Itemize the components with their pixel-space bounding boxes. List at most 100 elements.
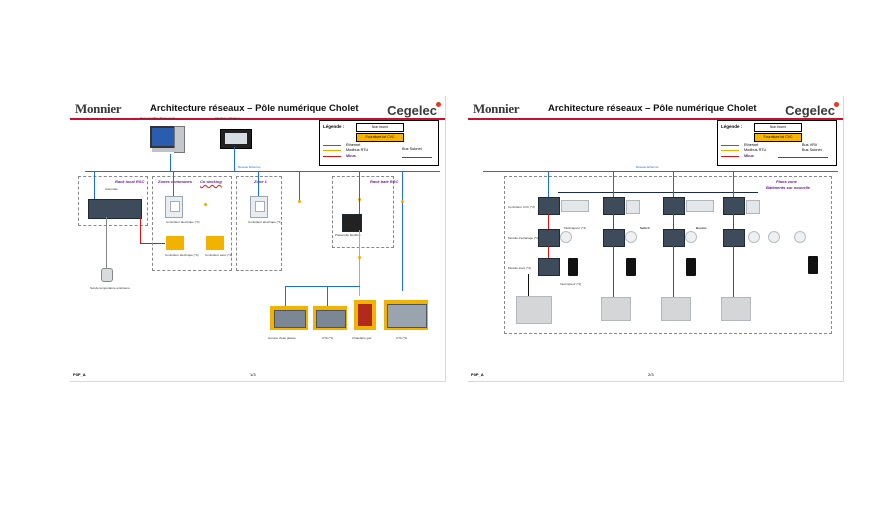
legend-box: Légende : Non fourni Fourniture lot CVC … bbox=[717, 120, 837, 166]
legend-ethernet-line bbox=[721, 145, 739, 147]
ahu-2-label: CTA (*1) bbox=[396, 336, 408, 340]
col-3-subnet bbox=[673, 213, 675, 229]
gateway-zone bbox=[332, 176, 394, 248]
modbus-drop bbox=[359, 230, 361, 296]
col-4-link bbox=[733, 171, 735, 197]
common-zone-label: Zones communes bbox=[158, 179, 193, 184]
chiller-label: Groupe d'eau glacée bbox=[268, 336, 296, 340]
slide-title: Architecture réseaux – Pôle numérique Ch… bbox=[150, 103, 359, 114]
monnier-logo: Monnier bbox=[75, 101, 122, 116]
slide-2: Monnier Architecture réseaux – Pôle numé… bbox=[468, 96, 844, 382]
floor-zone bbox=[504, 176, 832, 334]
footer-ref: P3P_A bbox=[73, 372, 86, 377]
header-rule bbox=[70, 118, 445, 120]
hmi-screen-icon bbox=[220, 129, 252, 149]
controller-b-label: Contrôleur électrique (*1) bbox=[248, 220, 282, 224]
rack-rsc-label: Rack baie RSC bbox=[370, 179, 399, 184]
ahu-1-label: CTA (*1) bbox=[322, 336, 334, 340]
cassette-4 bbox=[746, 200, 760, 214]
ahu-2-body bbox=[387, 304, 427, 328]
controller-a-label: Contrôleur électrique (*4) bbox=[166, 220, 200, 224]
monnier-logo: Monnier bbox=[473, 101, 520, 116]
multisensor-5 bbox=[768, 231, 780, 243]
blind-module-1 bbox=[538, 258, 560, 276]
pc-link bbox=[170, 154, 172, 171]
multisensor-1 bbox=[560, 231, 572, 243]
cassette-1 bbox=[561, 200, 589, 212]
window-3 bbox=[661, 297, 691, 321]
legend-bus-vrv: Bus VRV bbox=[802, 143, 818, 147]
col-1-link bbox=[548, 171, 550, 197]
ethernet-label: Réseau Ethernet bbox=[636, 165, 659, 169]
cegelec-logo: Cegelec bbox=[387, 102, 441, 118]
controller-c-label: Contrôleur électrique (*4) bbox=[165, 253, 199, 257]
modbus-node-icon bbox=[204, 203, 207, 206]
zone-1-link bbox=[258, 171, 260, 196]
temperature-sensor-icon bbox=[101, 268, 113, 282]
legend-subnet-line bbox=[323, 156, 341, 158]
rack-link bbox=[94, 171, 96, 199]
zone-subtitle: Bâtiments sur nouvelle bbox=[766, 185, 811, 190]
boiler-label: Chaudière gaz bbox=[352, 336, 372, 340]
hmi-label: Interface utilisateur bbox=[215, 116, 241, 120]
footer-ref: P3P_A bbox=[471, 372, 484, 377]
legend-not-supplied: Non fourni bbox=[754, 123, 802, 132]
rack-label: Automate bbox=[105, 187, 118, 191]
modbus-node-icon-2 bbox=[298, 200, 301, 203]
subnet-vertical bbox=[140, 217, 142, 243]
window-2 bbox=[601, 297, 631, 321]
controller-water bbox=[206, 236, 224, 250]
eq-link-1 bbox=[285, 286, 287, 308]
legend-subnet-line bbox=[721, 156, 739, 158]
common-zone bbox=[152, 176, 232, 271]
iso-label: Interrupteur (*4) bbox=[560, 282, 582, 286]
equipment-bus bbox=[285, 286, 360, 288]
dot-link-1 bbox=[299, 171, 301, 200]
ctl-zone-label: Module store (*4) bbox=[508, 266, 532, 270]
zone-1-label: Zone 1 bbox=[254, 179, 267, 184]
legend-box: Légende : Non fourni Fourniture lot CVC … bbox=[319, 120, 439, 166]
rack-zone bbox=[78, 176, 148, 226]
legend-supplied-cvc: Fourniture lot CVC bbox=[356, 133, 404, 142]
computer-icon bbox=[150, 126, 185, 154]
legend-mbus-line bbox=[402, 157, 432, 159]
gateway-link bbox=[359, 171, 361, 214]
mbus-2 bbox=[613, 245, 615, 297]
hmi-link bbox=[234, 147, 236, 171]
legend-not-supplied: Non fourni bbox=[356, 123, 404, 132]
eq-link-2 bbox=[327, 286, 329, 308]
legend-ethernet: Ethernet bbox=[346, 143, 361, 147]
ethernet-label: Réseau Ethernet bbox=[238, 165, 261, 169]
zone-common-link bbox=[173, 171, 175, 196]
legend-supplied-cvc: Fourniture lot CVC bbox=[754, 133, 802, 142]
legend-modbus: Modbus RTU bbox=[744, 148, 767, 152]
multisensor-2 bbox=[625, 231, 637, 243]
window-4 bbox=[721, 297, 751, 321]
legend-ethernet: Ethernet bbox=[744, 143, 759, 147]
ctl-light-label: Module d'éclairage (*4) bbox=[508, 236, 539, 240]
cassette-2 bbox=[626, 200, 640, 214]
col-3-link bbox=[673, 171, 675, 197]
legend-title: Légende : bbox=[721, 124, 743, 129]
modbus-node-icon-5 bbox=[358, 256, 361, 259]
switch-3 bbox=[686, 258, 696, 276]
page-number: 2/3 bbox=[648, 372, 654, 377]
cowork-zone-label: Co working bbox=[200, 179, 222, 184]
rack-zone-label: Rack local RSC bbox=[115, 179, 145, 184]
col-1-subnet-2 bbox=[548, 245, 550, 258]
legend-title: Légende : bbox=[323, 124, 345, 129]
switch-4 bbox=[808, 256, 818, 274]
cegelec-logo: Cegelec bbox=[785, 102, 839, 118]
legend-bus-subnet: Bus Subnet bbox=[402, 147, 422, 151]
legend-mbus-line bbox=[778, 157, 828, 159]
boiler-body bbox=[358, 304, 372, 326]
legend-mbus: Mbus bbox=[744, 154, 754, 158]
switch-1 bbox=[568, 258, 578, 276]
multisensor-4 bbox=[748, 231, 760, 243]
switch-label-2: Switch bbox=[640, 226, 650, 230]
slide-title: Architecture réseaux – Pôle numérique Ch… bbox=[548, 103, 757, 114]
slide-1: Monnier Architecture réseaux – Pôle numé… bbox=[70, 96, 446, 382]
multisensor-label: Multicapteur (*4) bbox=[564, 226, 587, 230]
window-blind-1 bbox=[516, 296, 552, 324]
header-rule bbox=[468, 118, 843, 120]
